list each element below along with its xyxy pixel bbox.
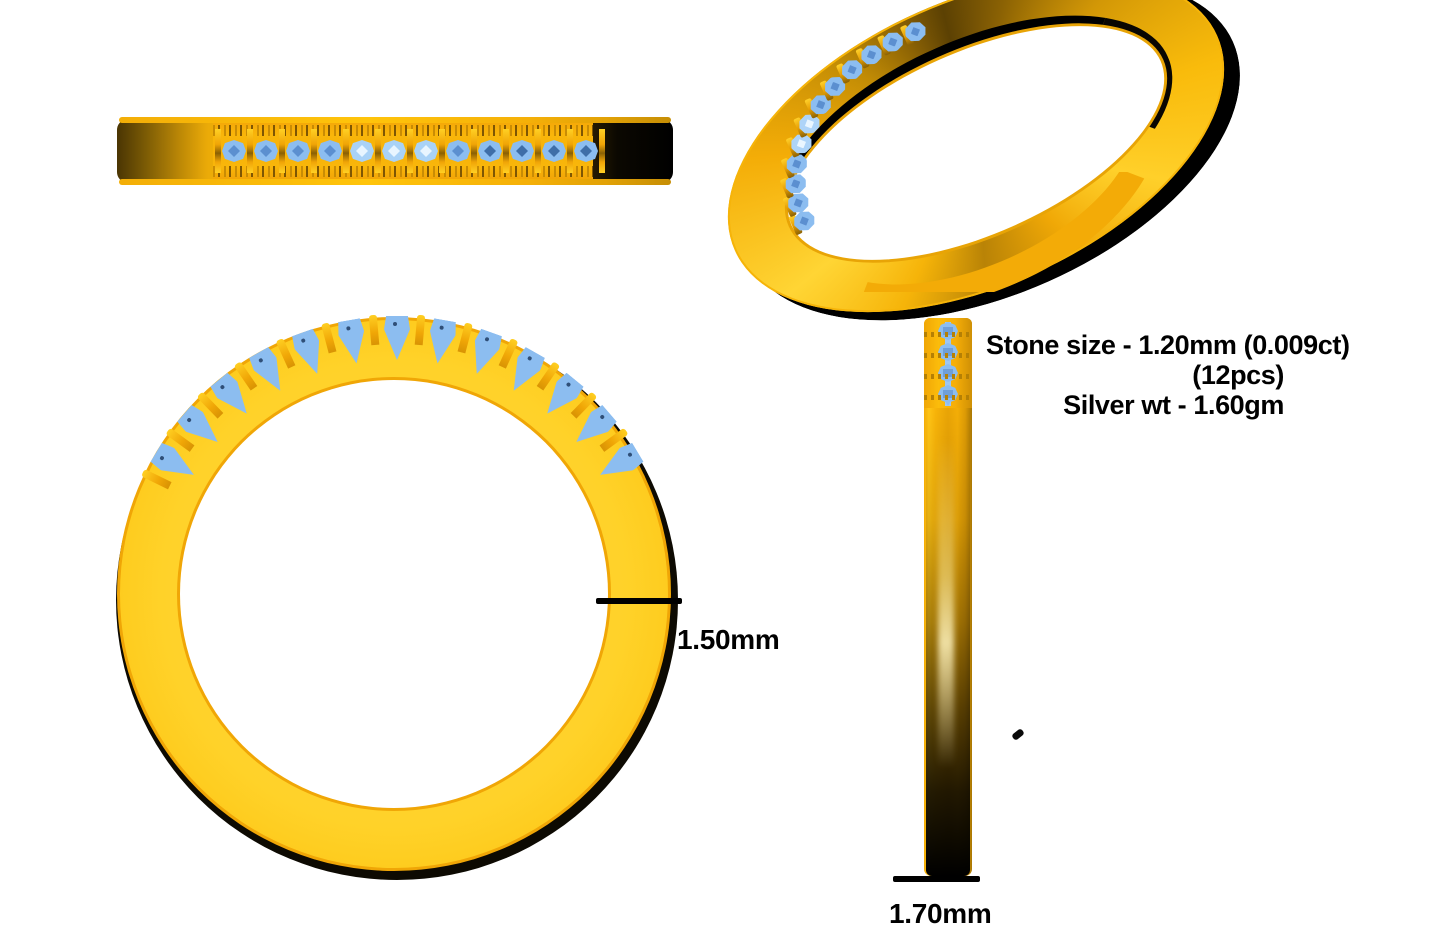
flat-band-stone — [573, 137, 599, 165]
flat-band-prong — [599, 129, 605, 173]
stone-facet — [228, 145, 240, 157]
flat-band-stone — [349, 137, 375, 165]
silver-weight-line: Silver wt - 1.60gm — [1063, 390, 1284, 421]
stone-facet — [814, 98, 827, 111]
flat-band-stone — [413, 137, 439, 165]
flat-band-prong — [343, 129, 349, 173]
front-prong — [321, 322, 337, 354]
specification-text-block: Stone size - 1.20mm (0.009ct) (12pcs) Si… — [986, 330, 1436, 421]
flat-band-prong — [311, 129, 317, 173]
flat-band-prong — [247, 129, 253, 173]
stone-facet — [909, 25, 922, 38]
front-prong — [368, 314, 380, 346]
band-width-dimension-line — [596, 598, 682, 604]
front-prong — [457, 322, 473, 354]
flat-band-prong — [535, 129, 541, 173]
stone-facet — [324, 145, 336, 157]
flat-band-stone — [445, 137, 471, 165]
flat-band-stone — [253, 137, 279, 165]
stone-facet — [943, 390, 953, 398]
band-thickness-dimension-line — [893, 876, 980, 882]
flat-band-stone — [477, 137, 503, 165]
band-thickness-prong-row — [924, 374, 972, 379]
flat-band-prong — [279, 129, 285, 173]
stone-facet — [798, 214, 811, 227]
stone-facet — [420, 145, 432, 157]
stone-facet — [484, 145, 496, 157]
flat-band-stone — [221, 137, 247, 165]
stone-facet — [516, 145, 528, 157]
stone-facet — [292, 145, 304, 157]
band-thickness-stone — [938, 364, 958, 382]
front-circle-view — [112, 312, 682, 882]
stone-facet — [548, 145, 560, 157]
stone-size-line: Stone size - 1.20mm (0.009ct) — [986, 330, 1350, 360]
front-prong — [141, 468, 172, 490]
stone-facet — [943, 369, 953, 377]
band-thickness-stone — [938, 343, 958, 361]
stone-facet — [943, 327, 953, 335]
flat-band-prong — [567, 129, 573, 173]
front-stone — [336, 318, 369, 366]
band-thickness-prong-row — [924, 332, 972, 337]
flat-band-stone — [509, 137, 535, 165]
band-thickness-highlight — [938, 438, 954, 768]
flat-band-stone — [317, 137, 343, 165]
band-thickness-view — [918, 318, 978, 878]
front-pave-row — [112, 312, 682, 882]
stone-facet — [260, 145, 272, 157]
stray-tick-mark — [1011, 728, 1025, 741]
stone-facet — [803, 117, 816, 130]
flat-band-bottom-edge — [119, 179, 671, 185]
band-thickness-dimension-label: 1.70mm — [889, 898, 992, 929]
flat-band-stone — [381, 137, 407, 165]
flat-band-stone — [541, 137, 567, 165]
stone-facet — [789, 177, 802, 190]
flat-band-prong — [503, 129, 509, 173]
flat-band-prong — [215, 129, 221, 173]
stone-facet — [943, 348, 953, 356]
stone-facet — [452, 145, 464, 157]
band-width-dimension-label: 1.50mm — [677, 624, 780, 655]
front-prong — [414, 314, 426, 346]
band-thickness-stone — [938, 385, 958, 403]
front-stone — [465, 328, 504, 378]
band-thickness-stone — [938, 322, 958, 340]
band-thickness-prong-row — [924, 395, 972, 400]
stone-facet — [846, 63, 859, 76]
stone-facet — [388, 145, 400, 157]
front-prong — [498, 337, 519, 369]
flat-band-pave-row — [213, 123, 605, 179]
stone-facet — [792, 196, 805, 209]
flat-band-view — [117, 117, 673, 185]
front-stone — [384, 316, 410, 360]
stone-facet — [795, 137, 808, 150]
flat-band-prong — [439, 129, 445, 173]
stone-facet — [790, 157, 803, 170]
flat-band-stone — [285, 137, 311, 165]
flat-band-prong — [407, 129, 413, 173]
flat-band-prong — [471, 129, 477, 173]
stone-facet — [886, 35, 899, 48]
band-thickness-prong-row — [924, 353, 972, 358]
band-thickness-pave — [924, 318, 972, 408]
stone-facet — [828, 80, 841, 93]
stone-facet — [865, 48, 878, 61]
front-stone — [425, 318, 458, 366]
flat-band-prong — [375, 129, 381, 173]
stone-facet — [356, 145, 368, 157]
front-prong — [275, 337, 296, 369]
flat-band-top-edge — [119, 117, 671, 123]
stone-facet — [580, 145, 592, 157]
stone-count-line: (12pcs) — [1192, 360, 1284, 391]
front-ring-hole — [180, 380, 608, 808]
perspective-ring-view — [676, 0, 1272, 300]
